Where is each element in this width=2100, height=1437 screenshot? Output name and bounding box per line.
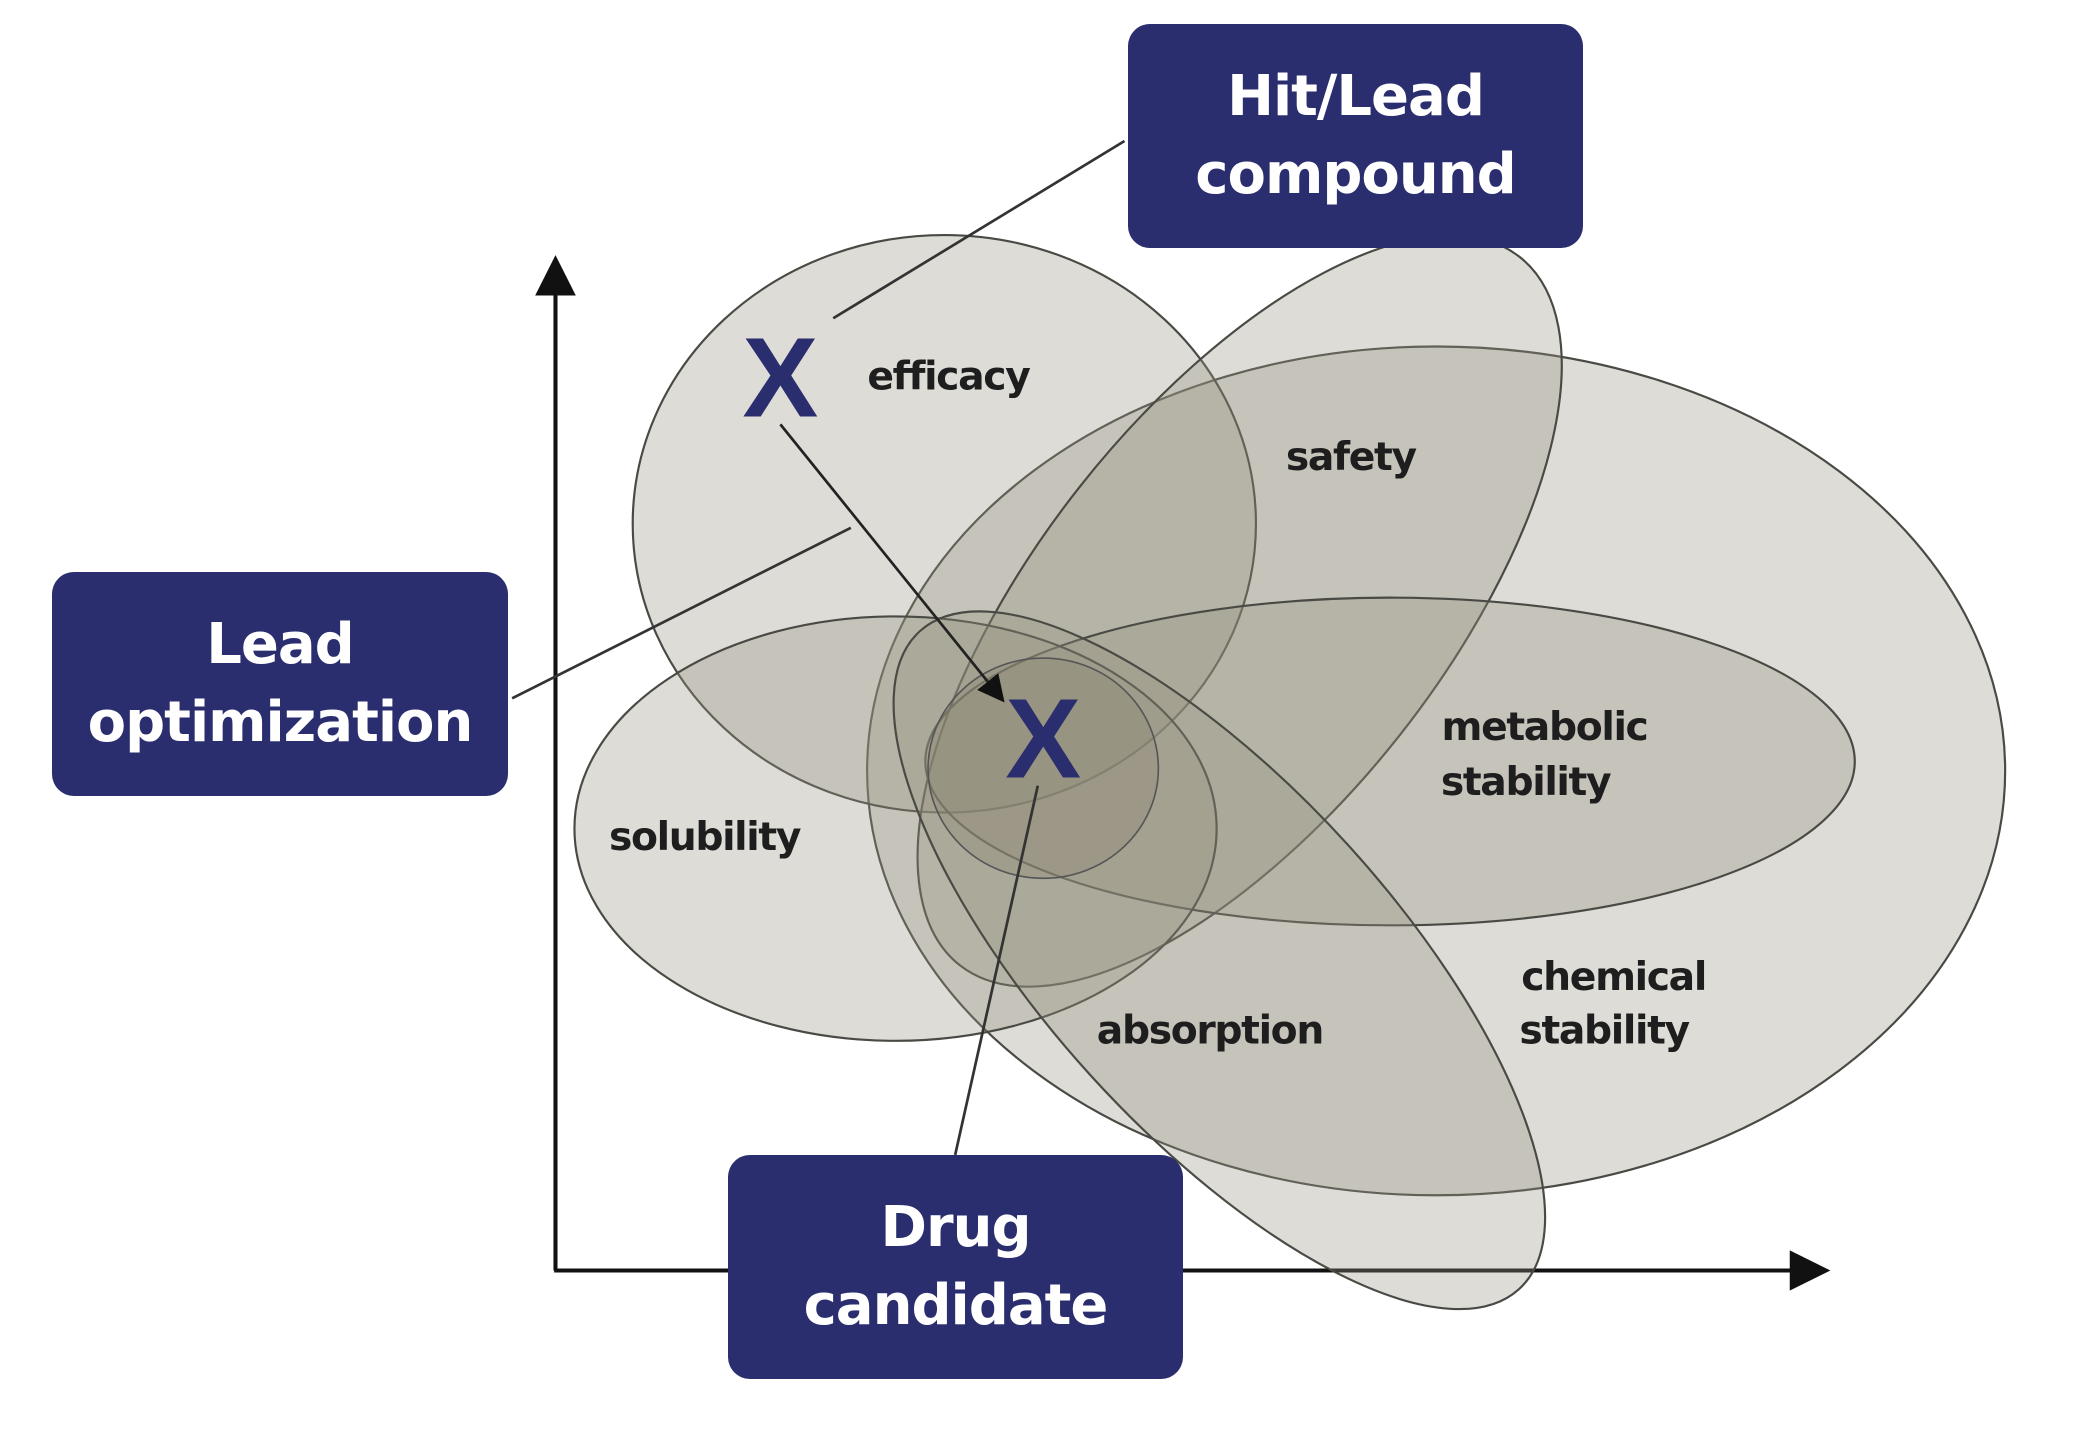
callout-hit-lead-compound: Hit/Lead compound xyxy=(1128,24,1583,248)
label-metabolic-2: stability xyxy=(1441,760,1611,805)
callout-lead-optimization: Lead optimization xyxy=(52,572,508,796)
lead-optimization-connector xyxy=(511,526,852,700)
label-chemical-2: stability xyxy=(1519,1009,1689,1054)
label-absorption: absorption xyxy=(1097,1009,1323,1054)
optimization-path-arrow xyxy=(779,423,1005,703)
region-safety xyxy=(916,234,1563,988)
callout-text: Lead xyxy=(206,612,355,677)
callout-text: Hit/Lead xyxy=(1227,64,1485,129)
callout-text: optimization xyxy=(87,690,474,755)
hit-marker-x: X xyxy=(742,315,818,441)
label-solubility: solubility xyxy=(609,815,801,860)
callout-drug-candidate: Drug candidate xyxy=(728,1155,1183,1379)
region-efficacy xyxy=(631,233,1258,814)
label-safety: safety xyxy=(1286,435,1417,480)
candidate-marker-x: X xyxy=(1005,676,1081,802)
region-chemical-stability xyxy=(866,345,2007,1197)
drug-candidate-connector xyxy=(953,785,1040,1156)
region-absorption xyxy=(892,610,1547,1311)
region-solubility xyxy=(573,615,1218,1042)
callout-text: compound xyxy=(1195,142,1516,207)
optimum-zone xyxy=(927,657,1160,880)
label-chemical-1: chemical xyxy=(1521,955,1706,1000)
callout-text: Drug xyxy=(880,1195,1031,1260)
label-efficacy: efficacy xyxy=(867,355,1030,400)
hit-lead-connector xyxy=(832,139,1126,320)
callout-text: candidate xyxy=(803,1273,1109,1338)
label-metabolic-1: metabolic xyxy=(1442,705,1648,750)
